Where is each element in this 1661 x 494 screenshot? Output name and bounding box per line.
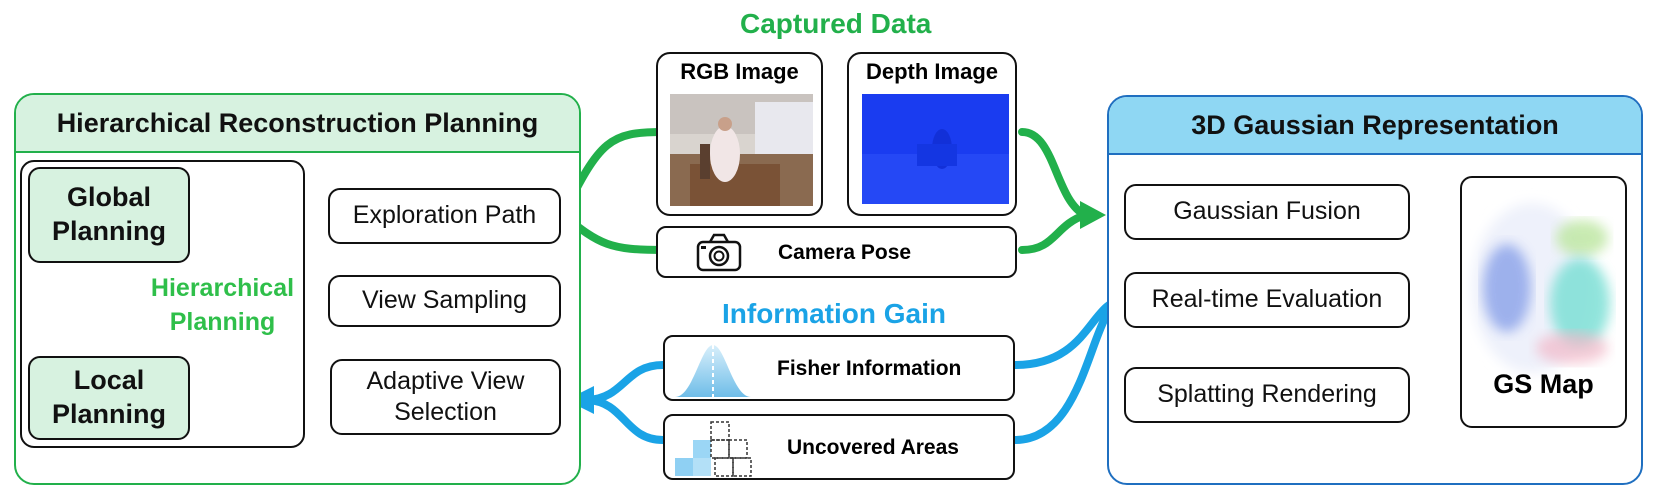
fisher-to-selection-connector: [584, 361, 667, 404]
realtime-evaluation-label: Real-time Evaluation: [1151, 285, 1383, 314]
rgb-image-label: RGB Image: [680, 59, 799, 84]
cubes-icon: [675, 421, 752, 477]
fisher-information-label: Fisher Information: [777, 357, 962, 380]
fusion-arrowhead: [1080, 201, 1106, 229]
view-sampling-box: View Sampling: [328, 275, 561, 327]
depth-image-thumbnail: [862, 94, 1009, 204]
gaussian-fusion-box: Gaussian Fusion: [1124, 184, 1410, 240]
hierarchical-panel-title: Hierarchical Reconstruction Planning: [56, 107, 539, 138]
local-planning-label: Local Planning: [52, 365, 166, 429]
hierarchical-planning-group: [20, 160, 305, 448]
gs-map-box: GS Map: [1460, 176, 1627, 428]
global-planning-label: Global Planning: [52, 182, 166, 246]
rgb-image-thumbnail: [670, 94, 813, 206]
camera-pose-box: Camera Pose: [656, 226, 1017, 278]
adaptive-view-selection-label: Adaptive View Selection: [366, 366, 525, 426]
uncovered-areas-label: Uncovered Areas: [787, 436, 959, 459]
gaussian-fusion-label: Gaussian Fusion: [1173, 197, 1361, 226]
local-planning-box: Local Planning: [28, 356, 190, 440]
exploration-path-box: Exploration Path: [328, 188, 561, 244]
depth-image-box: Depth Image: [847, 52, 1017, 216]
gaussian-curve-icon: [675, 345, 751, 397]
depth-to-fusion-connector: [1018, 128, 1089, 219]
view-sampling-label: View Sampling: [362, 286, 527, 315]
depth-image-label: Depth Image: [865, 59, 999, 84]
fisher-information-box: Fisher Information: [663, 335, 1015, 401]
global-planning-box: Global Planning: [28, 167, 190, 263]
splatting-rendering-box: Splatting Rendering: [1124, 367, 1410, 423]
adaptive-view-selection-box: Adaptive View Selection: [330, 359, 561, 435]
gaussian-panel-title: 3D Gaussian Representation: [1191, 109, 1559, 140]
camera-icon: [696, 233, 742, 272]
uncovered-to-selection-connector: [584, 396, 667, 444]
gs-map-label: GS Map: [1493, 369, 1594, 399]
hierarchical-planning-label: Hierarchical Planning: [150, 274, 295, 336]
splatting-rendering-label: Splatting Rendering: [1157, 380, 1377, 409]
gs-map-visualization: [1472, 203, 1610, 373]
gaussian-panel-header: 3D Gaussian Representation: [1109, 97, 1641, 155]
camera-pose-label: Camera Pose: [778, 241, 912, 264]
captured-data-title: Captured Data: [740, 8, 932, 39]
exploration-path-label: Exploration Path: [352, 201, 537, 230]
uncovered-areas-box: Uncovered Areas: [663, 414, 1015, 480]
rgb-image-box: RGB Image: [656, 52, 823, 216]
hierarchical-panel-header: Hierarchical Reconstruction Planning: [16, 95, 579, 153]
realtime-evaluation-box: Real-time Evaluation: [1124, 272, 1410, 328]
information-gain-title: Information Gain: [722, 298, 946, 329]
pose-to-fusion-connector: [1018, 211, 1089, 254]
